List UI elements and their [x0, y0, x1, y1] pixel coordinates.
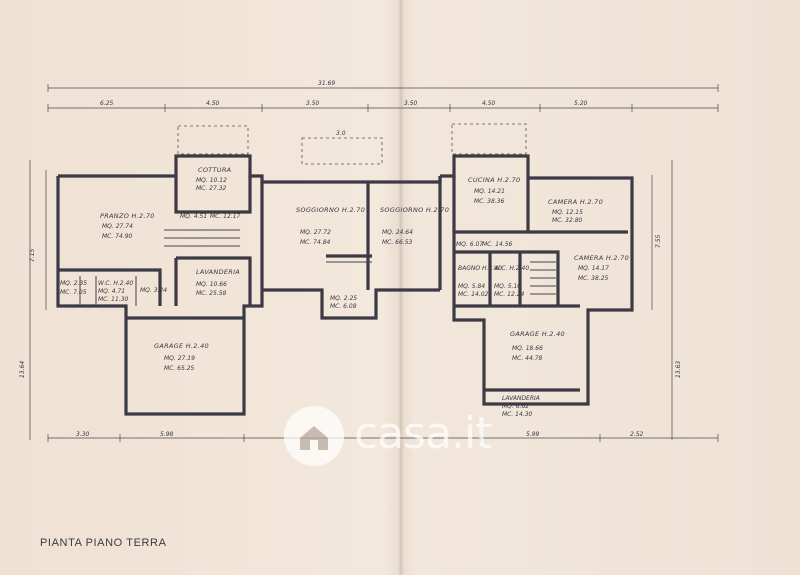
svg-text:MQ. 24.64: MQ. 24.64: [382, 229, 413, 236]
svg-text:GARAGE H.2.40: GARAGE H.2.40: [510, 330, 565, 338]
svg-text:COTTURA: COTTURA: [198, 166, 231, 174]
room-garage-2: GARAGE H.2.40 MQ. 18.66 MC. 44.78: [510, 330, 565, 362]
top-dim-5: 4.50: [482, 100, 496, 107]
svg-text:MQ. 27.72: MQ. 27.72: [300, 229, 331, 236]
top-dim-4: 3.50: [404, 100, 418, 107]
svg-text:PRANZO H.2.70: PRANZO H.2.70: [100, 212, 155, 220]
top-dim-6: 5.20: [574, 100, 588, 107]
left-height-dim: 7.15: [29, 248, 36, 262]
svg-text:MC. 14.02: MC. 14.02: [458, 291, 489, 298]
svg-text:MC. 74.90: MC. 74.90: [102, 233, 133, 240]
svg-text:MC. 14.30: MC. 14.30: [502, 411, 533, 418]
svg-text:MQ. 2.25: MQ. 2.25: [330, 295, 357, 302]
svg-text:BAGNO H.2.40: BAGNO H.2.40: [458, 265, 502, 272]
svg-text:LAVANDERIA: LAVANDERIA: [196, 268, 240, 276]
svg-text:MC. 14.56: MC. 14.56: [482, 241, 513, 248]
house-icon: [284, 406, 344, 466]
svg-text:MQ. 27.19: MQ. 27.19: [164, 355, 195, 362]
svg-text:MC. 65.25: MC. 65.25: [164, 365, 195, 372]
svg-text:MC. 25.58: MC. 25.58: [196, 290, 227, 297]
bottom-dim-3: 5.99: [526, 431, 540, 438]
right-total-dim: 13.63: [675, 361, 682, 378]
svg-text:CAMERA H.2.70: CAMERA H.2.70: [574, 254, 629, 262]
bottom-dim-2: 5.98: [160, 431, 174, 438]
svg-text:MQ. 10.12: MQ. 10.12: [196, 177, 227, 184]
room-labels: PRANZO H.2.70 MQ. 27.74 MC. 74.90 COTTUR…: [60, 166, 629, 418]
svg-text:MC. 27.32: MC. 27.32: [196, 185, 227, 192]
top-dimensions: 31.69 6.25 4.50 3.50 3.50 4.50 5.20: [47, 80, 719, 112]
right-height-dim: 7.55: [655, 234, 662, 248]
svg-text:W.C. H.2.40: W.C. H.2.40: [494, 265, 529, 272]
room-soggiorno-2: SOGGIORNO H.2.70 MQ. 24.64 MC. 66.53: [380, 206, 449, 246]
bottom-dim-4: 2.52: [630, 431, 644, 438]
svg-text:MQ. 12.15: MQ. 12.15: [552, 209, 583, 216]
porch-dim: 3.0: [336, 130, 346, 137]
room-soggiorno-1: SOGGIORNO H.2.70 MQ. 27.72 MC. 74.84: [296, 206, 365, 246]
right-wing-walls: [440, 154, 634, 406]
svg-text:MQ. 4.71: MQ. 4.71: [98, 288, 125, 295]
overall-dimension: 31.69: [318, 80, 335, 87]
svg-text:MQ. 14.21: MQ. 14.21: [474, 188, 505, 195]
room-cucina: CUCINA H.2.70 MQ. 14.21 MC. 38.36: [468, 176, 520, 205]
svg-text:MC. 66.53: MC. 66.53: [382, 239, 413, 246]
room-wc-1: W.C. H.2.40 MQ. 4.71 MC. 11.30: [98, 280, 133, 303]
top-dim-3: 3.50: [306, 100, 320, 107]
drawing-caption: PIANTA PIANO TERRA: [40, 537, 167, 549]
svg-text:MC. 44.78: MC. 44.78: [512, 355, 543, 362]
svg-text:CUCINA H.2.70: CUCINA H.2.70: [468, 176, 520, 184]
svg-text:SOGGIORNO H.2.70: SOGGIORNO H.2.70: [380, 206, 449, 214]
svg-text:MC. 38.36: MC. 38.36: [474, 198, 505, 205]
svg-text:MC. 74.84: MC. 74.84: [300, 239, 331, 246]
small-area-labels: MQ. 4.51 MC. 12.17 MQ. 6.07 MC. 14.56 MQ…: [60, 213, 513, 310]
left-total-dim: 13.64: [19, 361, 26, 378]
watermark-text: casa.it: [354, 408, 493, 459]
svg-text:MC. 11.30: MC. 11.30: [98, 296, 129, 303]
svg-text:GARAGE H.2.40: GARAGE H.2.40: [154, 342, 209, 350]
central-walls: [262, 176, 442, 320]
svg-text:MC. 12.24: MC. 12.24: [494, 291, 525, 298]
svg-text:MQ. 6.07: MQ. 6.07: [456, 241, 483, 248]
svg-text:MQ. 3.24: MQ. 3.24: [140, 287, 167, 294]
svg-text:MQ. 14.17: MQ. 14.17: [578, 265, 609, 272]
room-camera-2: CAMERA H.2.70 MQ. 14.17 MC. 38.25: [574, 254, 629, 282]
svg-text:MQ. 18.66: MQ. 18.66: [512, 345, 543, 352]
svg-text:MQ. 5.84: MQ. 5.84: [458, 283, 485, 290]
svg-text:MC. 38.25: MC. 38.25: [578, 275, 609, 282]
top-dim-2: 4.50: [206, 100, 220, 107]
svg-text:MQ. 27.74: MQ. 27.74: [102, 223, 133, 230]
svg-text:SOGGIORNO H.2.70: SOGGIORNO H.2.70: [296, 206, 365, 214]
svg-text:MQ. 4.51: MQ. 4.51: [180, 213, 207, 220]
room-lavanderia-1: LAVANDERIA MQ. 10.66 MC. 25.58: [196, 268, 240, 297]
bottom-dimensions: 3.30 5.98 5.99 2.52: [47, 431, 719, 442]
svg-text:MC. 12.17: MC. 12.17: [210, 213, 241, 220]
side-dimensions: 7.15 13.64 7.55 13.63: [19, 160, 682, 440]
svg-text:MC. 32.80: MC. 32.80: [552, 217, 583, 224]
room-garage-1: GARAGE H.2.40 MQ. 27.19 MC. 65.25: [154, 342, 209, 372]
svg-text:MQ. 2.35: MQ. 2.35: [60, 280, 87, 287]
left-wing-walls: [56, 154, 442, 416]
svg-text:MQ. 5.10: MQ. 5.10: [494, 283, 521, 290]
room-wc-2: W.C. H.2.40 MQ. 5.10 MC. 12.24: [494, 265, 529, 298]
svg-text:MQ. 6.62: MQ. 6.62: [502, 403, 529, 410]
casa-it-watermark: casa.it: [282, 404, 522, 470]
room-lavanderia-2: LAVANDERIA MQ. 6.62 MC. 14.30: [502, 395, 540, 418]
room-bagno: BAGNO H.2.40 MQ. 5.84 MC. 14.02: [458, 265, 502, 298]
svg-text:MQ. 10.66: MQ. 10.66: [196, 281, 227, 288]
bottom-dim-1: 3.30: [76, 431, 90, 438]
porch-outlines: 3.0: [177, 123, 527, 165]
svg-text:MC. 6.08: MC. 6.08: [330, 303, 357, 310]
room-pranzo: PRANZO H.2.70 MQ. 27.74 MC. 74.90: [100, 212, 155, 240]
svg-text:CAMERA H.2.70: CAMERA H.2.70: [548, 198, 603, 206]
top-dim-1: 6.25: [100, 100, 114, 107]
room-cottura: COTTURA MQ. 10.12 MC. 27.32: [196, 166, 231, 192]
svg-text:MC. 7.05: MC. 7.05: [60, 289, 87, 296]
room-camera-1: CAMERA H.2.70 MQ. 12.15 MC. 32.80: [548, 198, 603, 224]
paper-fold: [398, 0, 404, 575]
svg-text:W.C. H.2.40: W.C. H.2.40: [98, 280, 133, 287]
svg-text:LAVANDERIA: LAVANDERIA: [502, 395, 540, 402]
